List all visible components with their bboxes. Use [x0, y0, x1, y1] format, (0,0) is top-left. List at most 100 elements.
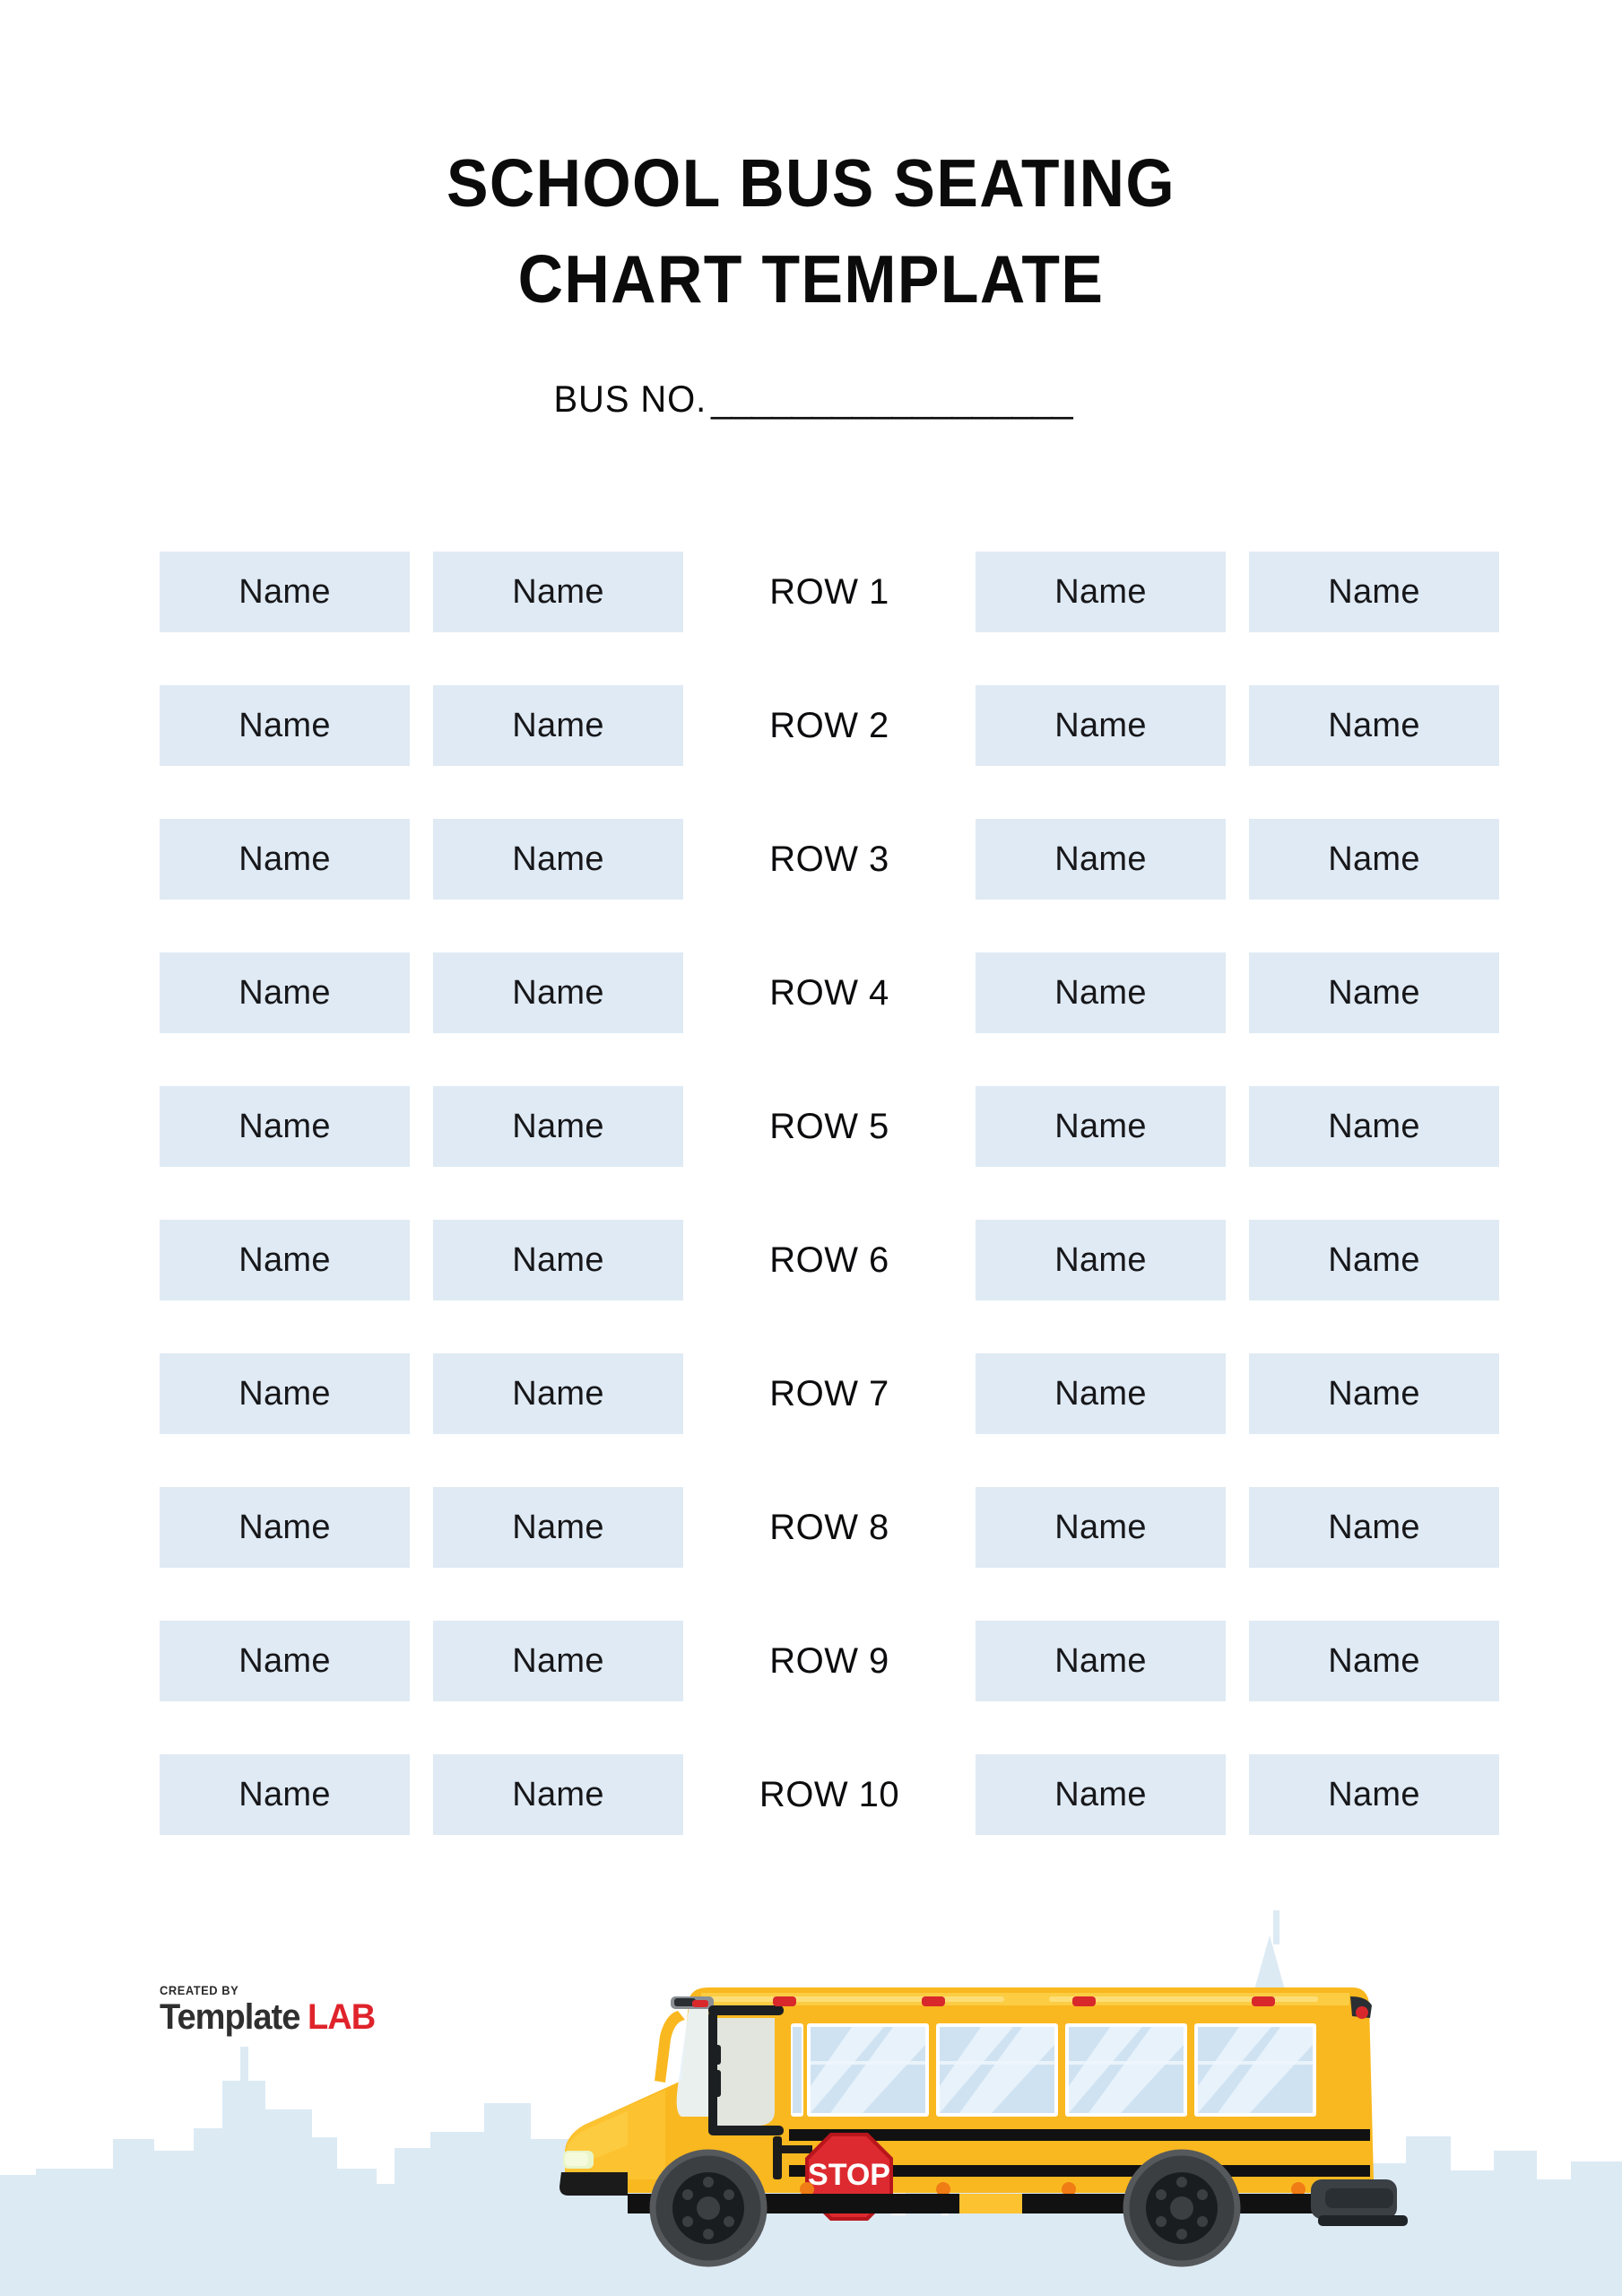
seat-name-box[interactable]: Name	[160, 685, 410, 766]
row-label: ROW 2	[683, 685, 976, 766]
seat-name-text: Name	[239, 1641, 331, 1680]
seat-name-text: Name	[512, 706, 604, 744]
page-title-line-2: CHART TEMPLATE	[517, 240, 1105, 317]
page-title-line-1: SCHOOL BUS SEATING	[446, 145, 1176, 221]
seat-name-box[interactable]: Name	[433, 552, 683, 632]
seat-name-box[interactable]: Name	[1249, 1353, 1499, 1434]
seat-name-text: Name	[239, 706, 331, 744]
seat-name-text: Name	[239, 1374, 331, 1413]
seat-name-text: Name	[1054, 839, 1147, 878]
bus-number-blank-line[interactable]: __________________	[711, 378, 1072, 420]
seat-name-box[interactable]: Name	[976, 685, 1226, 766]
seat-name-text: Name	[512, 1374, 604, 1413]
seat-row: Name Name ROW 7 Name Name	[160, 1353, 1499, 1434]
seat-name-box[interactable]: Name	[160, 819, 410, 900]
row-label: ROW 4	[683, 952, 976, 1033]
bus-number-field[interactable]: BUS NO.__________________	[0, 378, 1622, 421]
seat-name-box[interactable]: Name	[1249, 1487, 1499, 1568]
seat-name-text: Name	[1328, 1641, 1420, 1680]
seat-name-box[interactable]: Name	[1249, 819, 1499, 900]
seat-name-box[interactable]: Name	[1249, 1621, 1499, 1701]
row-label-text: ROW 10	[759, 1774, 900, 1814]
seat-name-box[interactable]: Name	[160, 952, 410, 1033]
seat-row: Name Name ROW 9 Name Name	[160, 1621, 1499, 1701]
seat-row: Name Name ROW 2 Name Name	[160, 685, 1499, 766]
seat-name-box[interactable]: Name	[1249, 1754, 1499, 1835]
bus-front-wheel	[649, 2149, 768, 2267]
seat-name-box[interactable]: Name	[433, 1754, 683, 1835]
seat-name-box[interactable]: Name	[433, 685, 683, 766]
seat-name-text: Name	[1054, 973, 1147, 1012]
seat-name-box[interactable]: Name	[160, 1621, 410, 1701]
seat-name-box[interactable]: Name	[1249, 1086, 1499, 1167]
row-label-text: ROW 4	[769, 972, 889, 1013]
row-label-text: ROW 6	[769, 1239, 889, 1280]
seat-name-box[interactable]: Name	[160, 1086, 410, 1167]
row-label-text: ROW 3	[769, 839, 889, 879]
seat-name-text: Name	[1054, 1107, 1147, 1145]
seat-name-text: Name	[1054, 1775, 1147, 1813]
seat-name-box[interactable]: Name	[160, 1353, 410, 1434]
stop-sign-text: STOP	[808, 2158, 890, 2192]
seat-name-box[interactable]: Name	[433, 1487, 683, 1568]
seat-name-box[interactable]: Name	[976, 1487, 1226, 1568]
seat-name-box[interactable]: Name	[1249, 552, 1499, 632]
seat-name-text: Name	[512, 1641, 604, 1680]
bus-stripe-upper	[789, 2129, 1370, 2141]
seat-name-text: Name	[512, 1775, 604, 1813]
seat-name-box[interactable]: Name	[160, 552, 410, 632]
seat-name-text: Name	[1328, 1775, 1420, 1813]
row-label: ROW 7	[683, 1353, 976, 1434]
seat-name-box[interactable]: Name	[433, 1086, 683, 1167]
seat-name-text: Name	[1328, 706, 1420, 744]
seat-name-box[interactable]: Name	[976, 1353, 1226, 1434]
seat-row: Name Name ROW 4 Name Name	[160, 952, 1499, 1033]
seat-name-box[interactable]: Name	[160, 1487, 410, 1568]
bus-windows	[791, 2023, 1316, 2117]
roof-marker-lights	[773, 1996, 1275, 2006]
seat-name-text: Name	[239, 1240, 331, 1279]
seat-name-box[interactable]: Name	[433, 952, 683, 1033]
seat-name-box[interactable]: Name	[160, 1220, 410, 1300]
row-label: ROW 3	[683, 819, 976, 900]
seat-name-box[interactable]: Name	[433, 1220, 683, 1300]
row-label: ROW 6	[683, 1220, 976, 1300]
seat-name-text: Name	[1054, 1508, 1147, 1546]
seat-name-text: Name	[1054, 1374, 1147, 1413]
row-label: ROW 5	[683, 1086, 976, 1167]
seat-name-text: Name	[239, 1107, 331, 1145]
seat-row: Name Name ROW 10 Name Name	[160, 1754, 1499, 1835]
bus-rear-wheel	[1123, 2149, 1241, 2267]
row-label: ROW 10	[683, 1754, 976, 1835]
seat-name-text: Name	[1328, 1374, 1420, 1413]
seat-name-box[interactable]: Name	[976, 1754, 1226, 1835]
seat-name-box[interactable]: Name	[976, 1621, 1226, 1701]
footer-illustration: STOP	[0, 1910, 1622, 2296]
seat-name-box[interactable]: Name	[433, 1621, 683, 1701]
page-header: SCHOOL BUS SEATING CHART TEMPLATE BUS NO…	[0, 0, 1622, 421]
seat-name-text: Name	[1054, 572, 1147, 611]
seat-name-box[interactable]: Name	[976, 819, 1226, 900]
seat-name-text: Name	[512, 973, 604, 1012]
seat-name-box[interactable]: Name	[1249, 1220, 1499, 1300]
seat-name-text: Name	[1054, 1641, 1147, 1680]
seat-name-box[interactable]: Name	[433, 1353, 683, 1434]
seat-name-box[interactable]: Name	[976, 952, 1226, 1033]
row-label: ROW 1	[683, 552, 976, 632]
row-label-text: ROW 5	[769, 1106, 889, 1146]
row-label: ROW 8	[683, 1487, 976, 1568]
seat-name-text: Name	[1054, 706, 1147, 744]
seat-name-box[interactable]: Name	[976, 552, 1226, 632]
seat-name-text: Name	[512, 1508, 604, 1546]
row-label: ROW 9	[683, 1621, 976, 1701]
seat-name-text: Name	[239, 572, 331, 611]
seat-name-box[interactable]: Name	[1249, 685, 1499, 766]
seat-name-box[interactable]: Name	[433, 819, 683, 900]
seat-name-box[interactable]: Name	[1249, 952, 1499, 1033]
seat-name-box[interactable]: Name	[976, 1220, 1226, 1300]
seat-name-box[interactable]: Name	[160, 1754, 410, 1835]
seat-name-box[interactable]: Name	[976, 1086, 1226, 1167]
seat-name-text: Name	[1328, 1107, 1420, 1145]
